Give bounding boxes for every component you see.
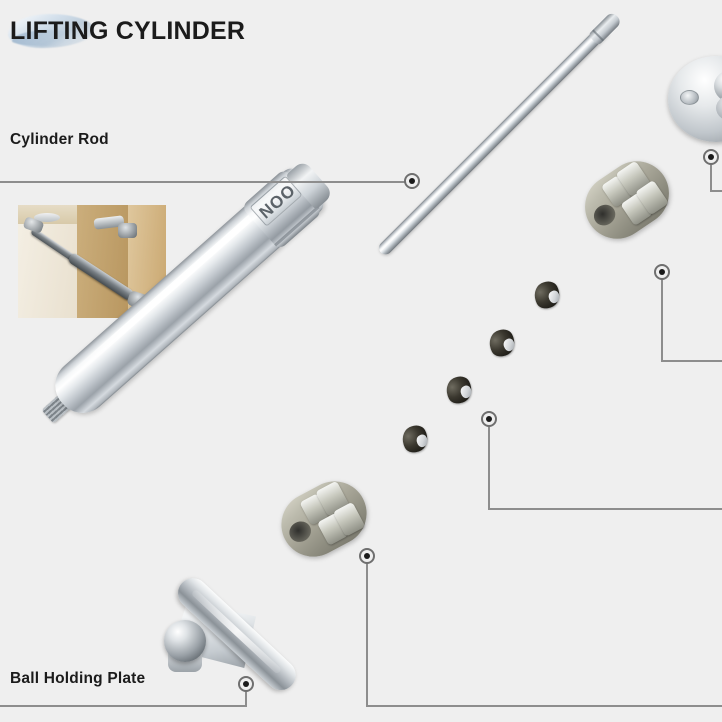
callout-dot-cylinder-rod[interactable] — [404, 173, 420, 189]
leader-line-ball-holding-plate-h — [0, 705, 247, 707]
leader-line-ball-socket-upper-v — [661, 272, 663, 361]
ball-stud-screw — [441, 372, 477, 408]
flange-screw-hole — [680, 90, 699, 105]
leader-line-ball-studs-h — [488, 508, 722, 510]
callout-label-ball-holding-plate: Ball Holding Plate — [10, 670, 146, 687]
callout-dot-ball-socket-upper[interactable] — [654, 264, 670, 280]
mounting-flange-plate — [668, 56, 722, 152]
flange-ball-stud-lower — [716, 94, 722, 122]
inset-bracket-top-right — [118, 223, 137, 238]
leader-line-ball-holding-plate-v — [245, 684, 247, 706]
ball-stud-screw — [484, 325, 520, 361]
callout-dot-ball-studs[interactable] — [481, 411, 497, 427]
callout-label-cylinder-rod: Cylinder Rod — [10, 131, 109, 148]
leader-line-ball-socket-upper-h — [661, 360, 722, 362]
leader-line-ball-socket-lower-v — [366, 556, 368, 706]
title-watermark-icon — [8, 14, 94, 48]
ball-holding-plate — [164, 558, 328, 706]
leader-line-flange-plate-h — [710, 190, 722, 192]
page-title-text: LIFTING CYLINDER — [10, 17, 246, 45]
ball-holding-plate-ball-stud — [164, 620, 206, 662]
inset-application-photo — [18, 205, 166, 318]
flange-ball-stud — [714, 70, 722, 102]
cylinder-rod-tip — [587, 11, 623, 46]
cylinder-rod-shaft — [376, 23, 611, 258]
cylinder-rod — [376, 11, 623, 258]
ball-stud-screw — [529, 277, 565, 313]
leader-line-ball-socket-lower-h — [366, 705, 722, 707]
callout-dot-ball-holding-plate[interactable] — [238, 676, 254, 692]
leader-line-flange-plate-v — [710, 157, 712, 191]
ball-stud-screw — [397, 421, 433, 457]
inset-top-cap — [34, 213, 60, 222]
callout-dot-ball-socket-lower[interactable] — [359, 548, 375, 564]
leader-line-cylinder-rod — [0, 181, 412, 183]
callout-dot-flange-plate[interactable] — [703, 149, 719, 165]
leader-line-ball-studs-v — [488, 419, 490, 509]
ball-socket-fitting-upper — [572, 148, 682, 252]
